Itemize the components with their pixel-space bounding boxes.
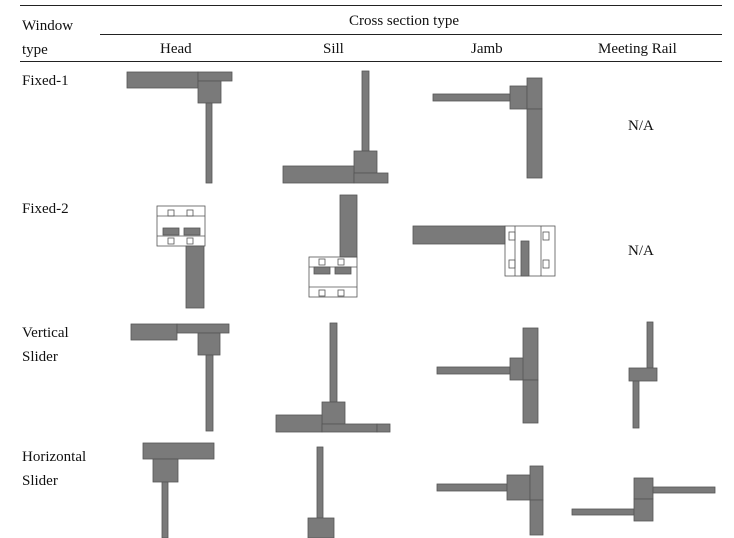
vertical-slider-head-section — [130, 323, 230, 432]
fixed-1-meeting-rail-value: N/A — [628, 118, 654, 134]
fixed-2-jamb-section — [412, 225, 556, 277]
row-label-fixed-2: Fixed-2 — [22, 201, 69, 217]
fixed-2-head-section — [156, 205, 206, 309]
horizontal-slider-meeting-rail-section — [571, 477, 716, 522]
row-label-horizontal-slider: Horizontal Slider — [22, 449, 87, 489]
fixed-2-sill-section — [308, 194, 358, 298]
fixed-2-meeting-rail-value: N/A — [628, 243, 654, 259]
top-rule — [20, 5, 722, 6]
cross-section-rule — [100, 34, 722, 35]
vertical-slider-meeting-rail-section — [628, 321, 658, 429]
fixed-1-head-section — [126, 71, 233, 184]
fixed-1-sill-section — [282, 70, 389, 184]
col-jamb-header: Jamb — [471, 41, 503, 57]
header-bottom-rule — [20, 61, 722, 62]
row-label-vertical-slider: Vertical Slider — [22, 325, 69, 365]
fixed-1-jamb-section — [432, 77, 543, 179]
col-sill-header: Sill — [323, 41, 344, 57]
cross-section-header: Cross section type — [349, 13, 459, 29]
vertical-slider-sill-section — [275, 322, 391, 433]
col-head-header: Head — [160, 41, 192, 57]
window-type-header: Window type — [22, 18, 74, 58]
horizontal-slider-head-section — [142, 442, 215, 538]
horizontal-slider-sill-section — [307, 446, 335, 538]
row-label-fixed-1: Fixed-1 — [22, 73, 69, 89]
horizontal-slider-jamb-section — [436, 465, 544, 536]
vertical-slider-jamb-section — [436, 327, 539, 424]
col-meeting-rail-header: Meeting Rail — [598, 41, 677, 57]
